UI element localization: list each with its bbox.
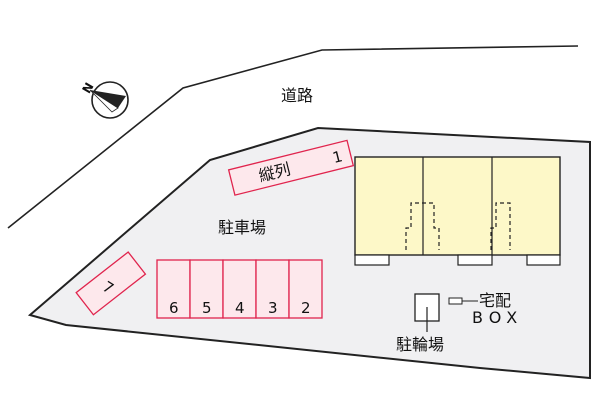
parking-space-4-number: 4 bbox=[235, 299, 245, 317]
delivery-box-label-line2: BOX bbox=[472, 308, 523, 327]
parking-row: 6 5 4 3 2 bbox=[156, 259, 323, 319]
parking-space-1-box bbox=[227, 139, 355, 196]
parking-space-2-box bbox=[288, 259, 323, 319]
parking-space-1-number: 1 bbox=[331, 147, 345, 167]
delivery-box-label-line1: 宅配 bbox=[479, 291, 511, 310]
parking-area-label: 駐車場 bbox=[218, 218, 266, 237]
parking-space-7-box bbox=[75, 251, 147, 316]
parking-space-5-number: 5 bbox=[202, 299, 212, 317]
parking-space-6-number: 6 bbox=[169, 299, 179, 317]
parking-space-7: 7 bbox=[75, 251, 147, 316]
parking-space-2-number: 2 bbox=[301, 299, 311, 317]
parking-space-4-box bbox=[222, 259, 257, 319]
building bbox=[354, 156, 561, 266]
parking-space-1: 縦列 1 bbox=[227, 139, 355, 196]
parking-space-5-box bbox=[189, 259, 224, 319]
delivery-box: 宅配 BOX bbox=[448, 291, 523, 327]
building-outline bbox=[354, 156, 561, 256]
north-arrow-icon: N bbox=[79, 80, 129, 119]
road-edge-line bbox=[7, 45, 579, 229]
bicycle-parking-label: 駐輪場 bbox=[396, 335, 444, 354]
porch-step bbox=[526, 254, 561, 266]
parking-space-3-box bbox=[255, 259, 290, 319]
bicycle-parking: 駐輪場 bbox=[396, 293, 444, 354]
road-label: 道路 bbox=[281, 86, 313, 105]
delivery-box-symbol bbox=[448, 297, 463, 305]
porch-step bbox=[457, 254, 493, 266]
entrance-outline bbox=[490, 202, 511, 250]
parking-space-3-number: 3 bbox=[268, 299, 278, 317]
parking-space-6-box bbox=[156, 259, 191, 319]
porch-step bbox=[354, 254, 390, 266]
entrance-outline bbox=[405, 202, 440, 250]
